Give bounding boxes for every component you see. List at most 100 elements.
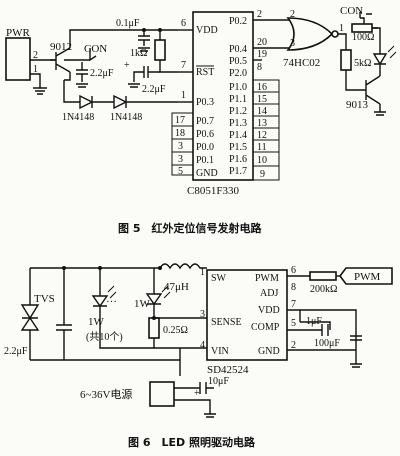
- resistor-icon: [309, 271, 337, 281]
- pin-name: SW: [211, 273, 227, 284]
- pin-name: P1.6: [229, 154, 247, 165]
- resistor-icon: [154, 39, 166, 61]
- pin-name: P0.2: [229, 16, 247, 27]
- ground-icon: [350, 363, 362, 368]
- r3-label: 5kΩ: [354, 58, 371, 69]
- junction-dot: [98, 266, 102, 270]
- pin-name: VIN: [211, 346, 229, 357]
- pin-number: 15: [257, 94, 267, 105]
- c3-label: 2.2μF: [142, 84, 166, 95]
- d2-label: 1N4148: [110, 112, 142, 123]
- pin-number: 16: [257, 82, 267, 93]
- pin-name: P1.4: [229, 130, 247, 141]
- pin-name: P0.6: [196, 129, 214, 140]
- q1-label: 9012: [50, 41, 72, 53]
- resistor-icon: [351, 23, 373, 33]
- figure-6-circuit: SD42524 SW SENSE VIN 1 3 4 PWM ADJ VDD C…: [4, 263, 393, 449]
- ground-icon: [33, 87, 47, 95]
- rst-wire: [159, 60, 178, 73]
- led-group-count: (共10个): [86, 331, 123, 343]
- plus-sign: +: [124, 60, 130, 71]
- pin-name: GND: [258, 346, 280, 357]
- pin-name: P1.1: [229, 94, 247, 105]
- tvs-label: TVS: [34, 293, 55, 305]
- pin-number: 6: [291, 265, 296, 276]
- pwm-tag-label: PWM: [354, 271, 381, 283]
- diode-icon: [79, 94, 94, 110]
- led-return: [99, 340, 154, 349]
- base-wire: [345, 70, 366, 91]
- pin-number: 7: [181, 60, 186, 71]
- pin-number: 5: [178, 166, 183, 177]
- pin-number: 12: [257, 130, 267, 141]
- pin-name: SENSE: [211, 317, 242, 328]
- pin-number: 3: [200, 309, 205, 320]
- source-wires: [174, 387, 211, 414]
- led-icon: [145, 268, 163, 318]
- pin-number: 13: [257, 118, 267, 129]
- led-dots: …: [106, 293, 117, 305]
- pin-name: P1.3: [229, 118, 247, 129]
- pin-number: 19: [257, 49, 267, 60]
- pin-name: COMP: [251, 322, 280, 333]
- ground-icon: [204, 413, 216, 418]
- q1-collector: [64, 72, 71, 81]
- pin-name: P0.7: [196, 116, 214, 127]
- mcu-right-pins: P0.2 P0.4 P0.5 P2.0 P1.0 P1.1 P1.2 P1.3 …: [229, 9, 282, 181]
- capacitor-icon: [199, 382, 214, 394]
- capacitor-icon: [287, 335, 362, 364]
- pwr-pin-2: 2: [33, 50, 38, 61]
- figure-5-caption: 图 5 红外定位信号发射电路: [118, 221, 262, 235]
- diode-icon: [113, 94, 128, 110]
- pin-name: P0.0: [196, 142, 214, 153]
- junction-dot: [158, 28, 162, 32]
- pin-name: ADJ: [260, 288, 278, 299]
- r1-label: 1kΩ: [130, 48, 147, 59]
- pin-block: [252, 79, 280, 181]
- pin-number: 2: [257, 9, 262, 20]
- pin-name: P1.0: [229, 82, 247, 93]
- pin-name: VDD: [196, 25, 218, 36]
- vdd-cap-link: [300, 309, 357, 336]
- pin-name: P0.5: [229, 56, 247, 67]
- power-source-box: [149, 381, 175, 407]
- pin-number: 1: [181, 90, 186, 101]
- driver-chip-sd42524: [206, 269, 288, 361]
- pin-number: 8: [291, 282, 296, 293]
- pin-number: 18: [175, 128, 185, 139]
- ir-rays: [387, 45, 397, 59]
- gate-output-wire: [338, 33, 347, 50]
- nor-gate-icon: [286, 17, 334, 51]
- pin-number: 17: [175, 115, 185, 126]
- pin-name: P2.0: [229, 68, 247, 79]
- con-right-label: CON: [340, 5, 363, 17]
- pin-block: [171, 112, 194, 176]
- led-group-1w: 1W: [88, 316, 105, 328]
- ir-led-icon: [372, 53, 388, 66]
- pin-number: 10: [257, 155, 267, 166]
- inductor-icon: [159, 263, 207, 270]
- npn-transistor-icon: [365, 75, 381, 105]
- c2-label: 2.2μF: [90, 68, 114, 79]
- power-source-label: 6~36V电源: [80, 387, 132, 401]
- pin-number: 5: [291, 318, 296, 329]
- junction-dot: [158, 266, 162, 270]
- pwr-label: PWR: [6, 27, 31, 39]
- tvs-diode-icon: [20, 268, 40, 360]
- pin-name: VDD: [258, 305, 280, 316]
- nor-gate-bubble: [331, 30, 339, 38]
- c1-label: 0.1μF: [116, 18, 140, 29]
- gate-pin-number: 3: [290, 38, 295, 49]
- pin-number: 2: [291, 340, 296, 351]
- led-anode: [372, 27, 381, 54]
- pin-number: 6: [181, 18, 186, 29]
- resistor-icon: [148, 317, 160, 339]
- capacitor-icon: [133, 66, 160, 82]
- figure-5-circuit: PWR 2 1 9012 CON 2.2μF 1N4148 1N4148 0.1…: [5, 5, 397, 235]
- led-rays: [161, 285, 171, 299]
- pin-number: 11: [257, 142, 267, 153]
- capacitor-icon: [76, 62, 88, 82]
- pnp-transistor-icon: [50, 47, 71, 73]
- junction-dot: [62, 266, 66, 270]
- pwr-connector: [5, 37, 31, 81]
